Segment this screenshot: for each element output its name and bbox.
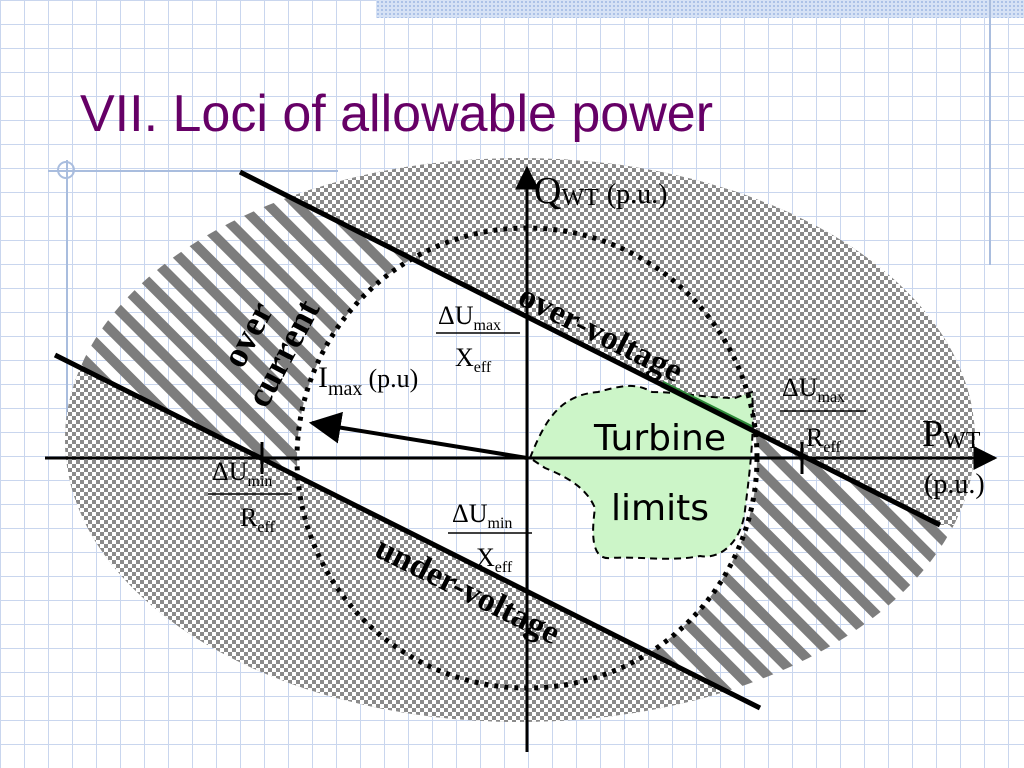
q-over-num-sub: max — [474, 317, 502, 334]
q-under-intercept: ΔUmin Xeff — [448, 499, 532, 576]
p-axis-unit: (p.u.) — [924, 469, 985, 500]
decorative-rule-right — [989, 0, 991, 265]
current-vector-arrow — [308, 411, 528, 460]
q-over-num: ΔU — [438, 301, 474, 330]
decorative-rule-left-vertical — [66, 160, 68, 420]
decorative-rule-left-horizontal — [48, 170, 338, 172]
svg-text:Xeff: Xeff — [476, 543, 513, 576]
q-under-den-sub: eff — [495, 559, 513, 576]
p-over-num-sub: max — [818, 389, 846, 406]
q-axis-symbol: Q — [534, 170, 561, 212]
turbine-limits-line-2: limits — [611, 488, 709, 529]
current-vector-label: Imax (p.u) — [318, 361, 418, 400]
svg-text:ΔUmax: ΔUmax — [438, 301, 501, 334]
current-vector-symbol: I — [318, 361, 328, 394]
p-under-num-sub: min — [248, 473, 273, 490]
turbine-limits-label: Turbine limits — [593, 418, 726, 529]
svg-text:QWT(p.u.): QWT (p.u.) — [534, 170, 667, 212]
svg-text:Reff: Reff — [240, 503, 275, 536]
svg-text:ΔUmin: ΔUmin — [452, 499, 512, 532]
svg-text:ΔUmax: ΔUmax — [782, 373, 845, 406]
svg-text:ΔUmin: ΔUmin — [212, 457, 272, 490]
q-under-den: X — [476, 543, 495, 572]
svg-text:Xeff: Xeff — [455, 343, 492, 376]
q-axis-label: QWT (p.u.) — [534, 170, 667, 212]
p-under-intercept: ΔUmin Reff — [208, 457, 292, 536]
p-under-den: R — [240, 503, 258, 532]
header-band — [376, 0, 1024, 18]
p-axis-subscript: WT — [943, 428, 981, 454]
svg-text:PWT: PWT — [922, 413, 981, 455]
decorative-circle-icon — [57, 161, 75, 179]
q-over-den: X — [455, 343, 474, 372]
p-over-den: R — [806, 423, 824, 452]
q-axis-unit: (p.u.) — [607, 179, 668, 210]
p-axis-symbol: P — [922, 413, 943, 455]
p-under-num: ΔU — [212, 457, 248, 486]
slide-title: VII. Loci of allowable power — [80, 85, 714, 143]
q-over-den-sub: eff — [474, 359, 492, 376]
current-vector-unit: (p.u) — [368, 364, 418, 393]
p-over-den-sub: eff — [823, 439, 841, 456]
q-under-num-sub: min — [488, 515, 513, 532]
q-over-intercept: ΔUmax Xeff — [436, 301, 520, 376]
current-vector-subscript: max — [328, 378, 362, 400]
p-over-intercept: ΔUmax Reff — [780, 373, 866, 456]
q-under-num: ΔU — [452, 499, 488, 528]
turbine-limits-line-1: Turbine — [593, 418, 726, 459]
p-over-num: ΔU — [782, 373, 818, 402]
p-under-den-sub: eff — [257, 519, 275, 536]
turbine-limits-region — [528, 385, 754, 560]
p-axis-label: PWT (p.u.) — [922, 413, 985, 500]
q-axis-subscript: WT — [561, 185, 599, 211]
under-voltage-line — [53, 352, 762, 711]
over-voltage-line — [238, 169, 942, 528]
svg-text:Reff: Reff — [806, 423, 841, 456]
over-current-region — [65, 158, 975, 722]
